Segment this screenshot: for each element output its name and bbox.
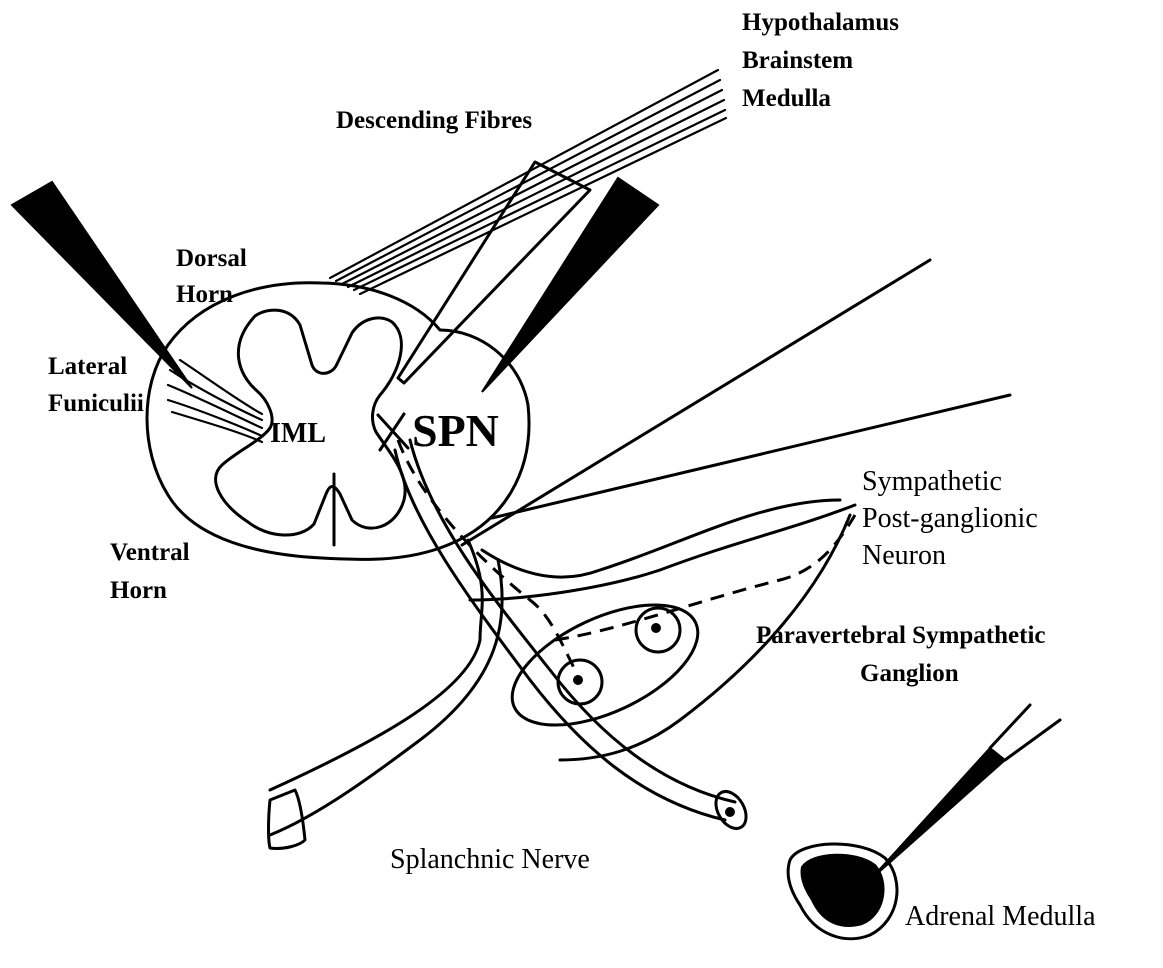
ventral-root-inner bbox=[410, 440, 735, 802]
label-horn-dorsal: Horn bbox=[176, 281, 233, 308]
label-iml: IML bbox=[270, 418, 326, 449]
label-ventral: Ventral bbox=[110, 539, 190, 566]
nerve-trunk-upper-2 bbox=[470, 505, 855, 600]
label-brainstem: Brainstem bbox=[742, 47, 853, 74]
lateral-branch bbox=[492, 395, 1010, 518]
label-neuron: Neuron bbox=[862, 540, 946, 571]
label-paravertebral: Paravertebral Sympathetic bbox=[756, 622, 1046, 649]
label-horn-ventral: Horn bbox=[110, 577, 167, 604]
paravertebral-ganglion bbox=[495, 580, 716, 750]
label-funiculii: Funiculii bbox=[48, 390, 144, 417]
label-ganglion: Ganglion bbox=[860, 660, 959, 687]
spn-cell-marker-icon bbox=[378, 414, 408, 450]
label-spn: SPN bbox=[412, 405, 499, 456]
label-lateral: Lateral bbox=[48, 353, 127, 380]
preganglionic-axon-dashed bbox=[398, 440, 575, 670]
ventral-ramus bbox=[270, 540, 482, 790]
label-sympathetic: Sympathetic bbox=[862, 466, 1002, 497]
adrenal-electrode-holder bbox=[990, 705, 1060, 760]
descending-fibre-bundle bbox=[330, 70, 726, 294]
label-medulla: Medulla bbox=[742, 85, 831, 112]
label-descending-fibres: Descending Fibres bbox=[336, 107, 532, 134]
dorsal-ramus bbox=[462, 260, 930, 545]
nerve-trunk-upper bbox=[482, 500, 840, 577]
label-hypothalamus: Hypothalamus bbox=[742, 9, 899, 36]
label-splanchnic-nerve: Splanchnic Nerve bbox=[390, 844, 590, 875]
label-post-ganglionic: Post-ganglionic bbox=[862, 503, 1038, 534]
label-dorsal: Dorsal bbox=[176, 245, 247, 272]
ganglion-cell-2-icon bbox=[636, 608, 680, 652]
adrenal-medulla-core bbox=[801, 855, 883, 926]
intercostal-nerve-end bbox=[269, 790, 306, 848]
label-adrenal-medulla: Adrenal Medulla bbox=[905, 901, 1096, 932]
adrenal-recording-electrode-icon bbox=[870, 748, 1005, 880]
splanchnic-nerve-end-dot bbox=[726, 808, 734, 816]
ganglion-cell-1-icon bbox=[558, 660, 602, 704]
ventral-ramus-lower bbox=[270, 560, 502, 835]
